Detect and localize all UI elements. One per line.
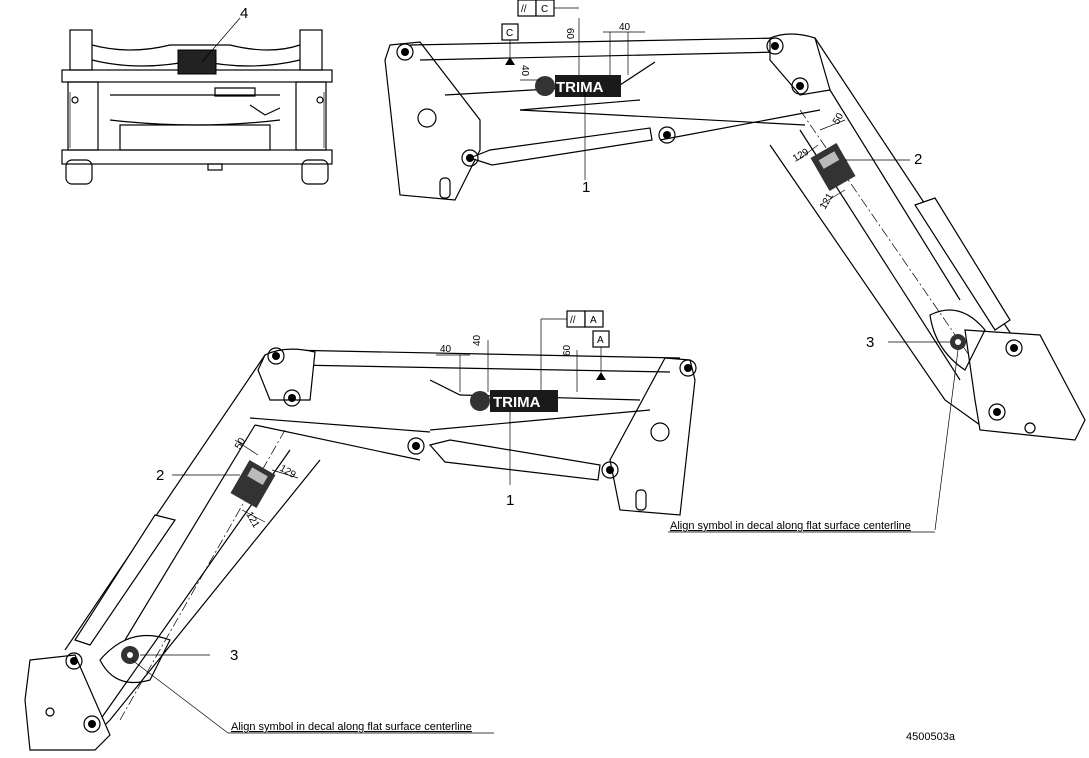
note-leader-top bbox=[934, 349, 959, 531]
callout-2-bottom: 2 bbox=[156, 467, 164, 484]
dim-40-vert-bottom: 40 bbox=[472, 334, 483, 346]
callout-2-top: 2 bbox=[914, 151, 922, 168]
datum-a-ref: A bbox=[590, 315, 597, 326]
dimensions-bottom: 40 40 60 // A A bbox=[436, 310, 610, 392]
callout-1-bottom: 1 bbox=[506, 492, 514, 509]
front-view bbox=[61, 29, 333, 185]
dim-40-vert-top: 40 bbox=[519, 65, 530, 77]
dim-40-bottom: 40 bbox=[440, 344, 452, 355]
decal-text-top: TRIMA bbox=[556, 79, 604, 96]
dim-129-bottom: 129 bbox=[278, 463, 298, 481]
callout-4: 4 bbox=[240, 5, 248, 22]
trima-decal-bottom: TRIMA bbox=[470, 390, 558, 412]
datum-a-box: A bbox=[597, 335, 604, 346]
dim-60-bottom: 60 bbox=[562, 344, 573, 356]
callout-3-bottom: 3 bbox=[230, 647, 238, 664]
dim-40-top: 40 bbox=[619, 22, 631, 33]
loader-arm-left bbox=[24, 347, 697, 751]
dim-60-top: 60 bbox=[564, 28, 575, 40]
decal-text-bottom: TRIMA bbox=[493, 394, 541, 411]
dim-50-top: 50 bbox=[831, 111, 846, 127]
parallel-symbol-bottom: // bbox=[570, 315, 576, 326]
note-bottom: Align symbol in decal along flat surface… bbox=[231, 721, 472, 733]
callout-3-top: 3 bbox=[866, 334, 874, 351]
datum-c-box: C bbox=[506, 28, 513, 39]
loader-arm-right bbox=[384, 33, 1086, 441]
drawing-number: 4500503a bbox=[906, 731, 956, 743]
leader-4 bbox=[201, 17, 241, 63]
dim-121-bottom: 121 bbox=[243, 510, 261, 530]
parallel-symbol-top: // bbox=[521, 4, 527, 15]
dimensions-top: 40 60 40 // C C bbox=[501, 0, 645, 81]
dim-129-top: 129 bbox=[791, 147, 811, 165]
dimensions-arm-top: 50 129 121 bbox=[791, 111, 846, 212]
trima-decal-top: TRIMA bbox=[535, 75, 621, 97]
note-top: Align symbol in decal along flat surface… bbox=[670, 520, 911, 532]
dim-121-top: 121 bbox=[818, 191, 836, 211]
datum-c-ref: C bbox=[541, 4, 548, 15]
callout-1-top: 1 bbox=[582, 179, 590, 196]
dim-50-bottom: 50 bbox=[233, 436, 248, 452]
note-leader-bottom bbox=[131, 659, 229, 734]
